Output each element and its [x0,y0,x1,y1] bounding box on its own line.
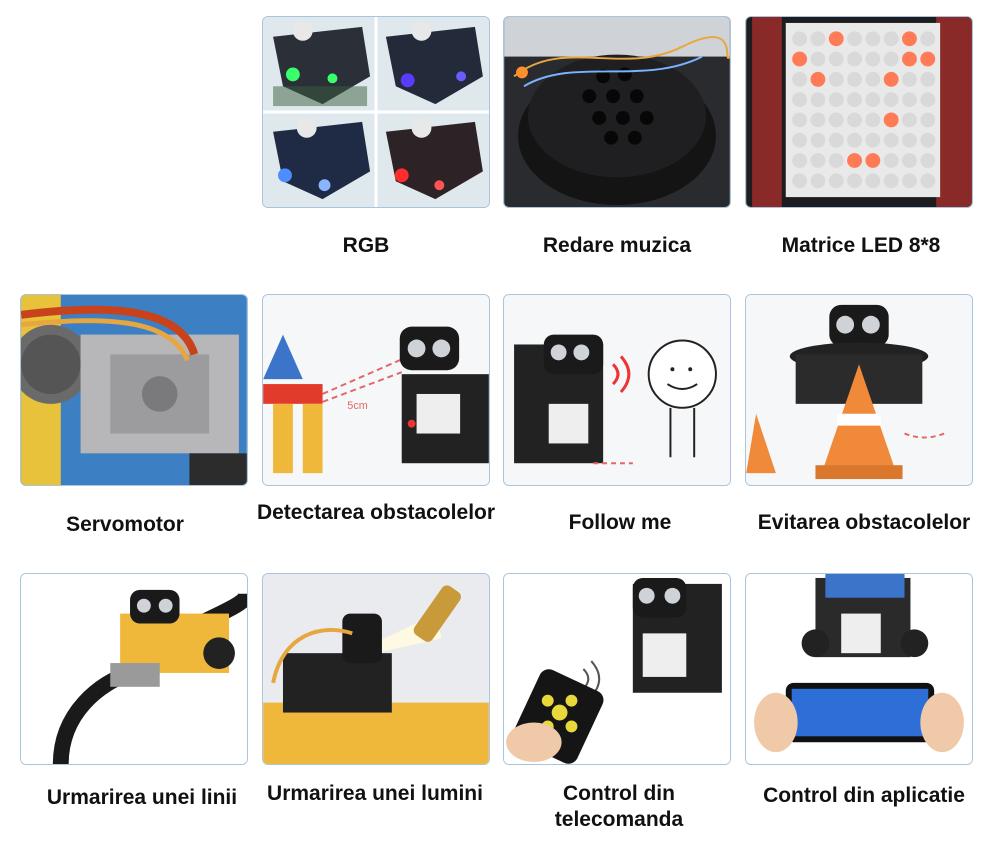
led-dot [810,31,826,47]
led-dot [847,112,862,128]
led-dot [792,132,808,148]
led-dot [920,132,936,148]
led-dot [902,31,917,47]
led-dot [865,173,881,189]
led-dot [810,132,826,148]
led-dot [865,51,881,67]
led-dot [792,51,808,67]
led-dot [883,173,899,189]
led-dot [920,153,936,168]
led-dot [865,132,881,148]
led-dot [792,153,808,168]
led-dot [828,71,844,87]
led-dot [828,132,844,148]
caption-app: Control din aplicatie [763,784,965,807]
led-dot [847,153,862,168]
caption-follow: Follow me [568,511,672,534]
led-dot [920,71,936,87]
led-dot [902,92,917,108]
empty-slot [20,20,248,212]
led-dot [902,51,917,67]
matrix-illustration [746,17,972,207]
caption-avoid: Evitarea obstacolelor [757,511,971,534]
led-dot [792,92,808,108]
led-dot [902,153,917,168]
led-dot [883,112,899,128]
app-control-illustration [746,574,972,764]
servo-image [20,294,248,486]
led-dot [810,173,826,189]
led-dot [828,112,844,128]
remote-control-image [503,573,731,765]
led-dot [902,71,917,87]
led-dot [828,173,844,189]
rgb-illustration [263,17,489,207]
servo-illustration [21,295,247,485]
obstacle-avoid-image [745,294,973,486]
music-image [503,16,731,208]
led-dot [792,71,808,87]
led-dot [810,71,826,87]
led-dot [828,51,844,67]
led-dot [865,112,881,128]
caption-remote: Control din telecomanda [554,782,684,831]
led-dot [920,92,936,108]
caption-line: Urmarirea unei linii [46,786,238,809]
led-dot [810,51,826,67]
line-follow-image [20,573,248,765]
led-dot [883,153,899,168]
caption-matrix: Matrice LED 8*8 [781,234,941,257]
led-dot [828,31,844,47]
led-dot [920,112,936,128]
led-dot [865,71,881,87]
led-dot [865,92,881,108]
led-dot [847,71,862,87]
led-dot [865,153,881,168]
follow-me-image [503,294,731,486]
remote-control-illustration [504,574,730,764]
follow-me-illustration [504,295,730,485]
led-dot [847,132,862,148]
led-dot [902,173,917,189]
led-dot [920,51,936,67]
led-dot [828,153,844,168]
led-dot [810,92,826,108]
rgb-image [262,16,490,208]
led-dot [902,112,917,128]
obstacle-avoid-illustration [746,295,972,485]
caption-servo: Servomotor [66,513,184,536]
led-dot [810,112,826,128]
caption-light: Urmarirea unei lumini [267,782,483,805]
led-dot [883,71,899,87]
led-dot [865,31,881,47]
led-matrix-image [745,16,973,208]
light-follow-image [262,573,490,765]
led-dot [883,31,899,47]
led-dot [883,92,899,108]
led-dot [902,132,917,148]
caption-rgb: RGB [342,234,390,257]
distance-label: 5cm [347,400,368,412]
led-dot [792,112,808,128]
led-dot [920,31,936,47]
led-dot [883,132,899,148]
app-control-image [745,573,973,765]
led-dot [920,173,936,189]
obstacle-detect-image: 5cm [262,294,490,486]
led-dot [847,31,862,47]
caption-detect: Detectarea obstacolelor [256,501,496,524]
led-dot [847,92,862,108]
speaker-illustration [504,17,730,207]
led-dot [847,173,862,189]
line-follow-illustration [21,574,247,764]
led-dot [810,153,826,168]
caption-music: Redare muzica [542,234,692,257]
led-dot [828,92,844,108]
obstacle-detect-illustration: 5cm [263,295,489,485]
led-dot [792,173,808,189]
led-dot [883,51,899,67]
led-dot [792,31,808,47]
led-dot [847,51,862,67]
light-follow-illustration [263,574,489,764]
